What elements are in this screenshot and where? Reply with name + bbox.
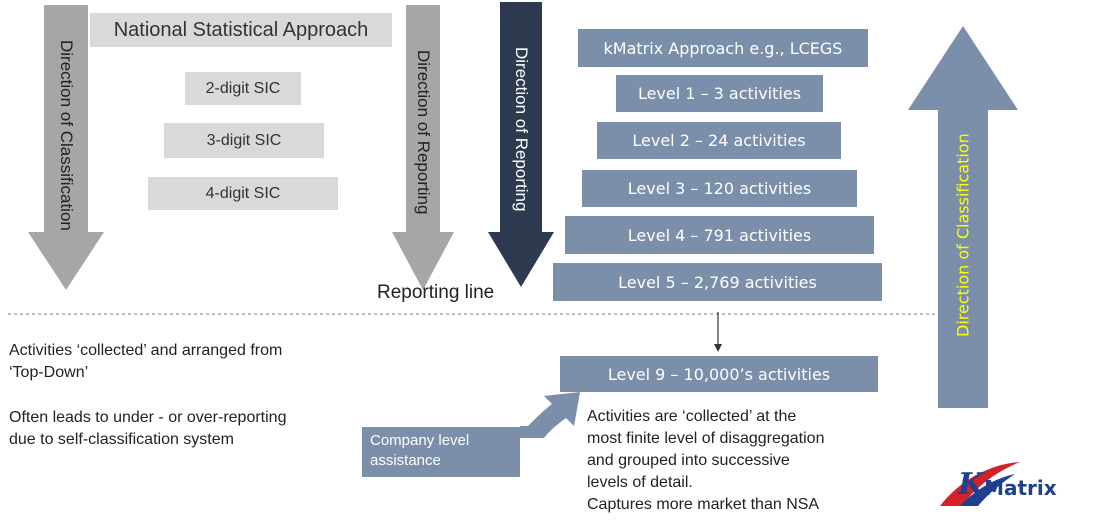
left-text-overreporting-line: due to self-classification system bbox=[9, 431, 234, 448]
dark-arrow-label: Direction of Reporting bbox=[512, 46, 531, 212]
nsa-title: National Statistical Approach bbox=[90, 13, 392, 47]
company-level-box: Company level assistance bbox=[362, 427, 520, 477]
logo-text: Matrix bbox=[984, 476, 1057, 500]
reporting-line-label: Reporting line bbox=[377, 282, 495, 303]
kmatrix-level-3: Level 3 – 120 activities bbox=[582, 170, 857, 207]
right-classification-arrow bbox=[908, 26, 1018, 408]
sic-2-digit: 2-digit SIC bbox=[185, 72, 301, 105]
logo-k-glyph: K bbox=[958, 467, 985, 502]
small-down-arrow-head bbox=[714, 344, 722, 352]
kmatrix-level-1: Level 1 – 3 activities bbox=[616, 75, 823, 112]
sic-3-digit: 3-digit SIC bbox=[164, 123, 324, 158]
right-text: Activities are ‘collected’ at the most f… bbox=[587, 406, 824, 516]
left-arrow-label: Direction of Classification bbox=[57, 39, 76, 231]
left-classification-arrow bbox=[28, 5, 104, 290]
kmatrix-logo: K Matrix bbox=[958, 467, 1057, 502]
mid-reporting-arrow bbox=[392, 5, 454, 290]
dark-reporting-arrow bbox=[488, 2, 554, 287]
left-text-collected: Activities ‘collected’ and arranged from… bbox=[9, 340, 282, 384]
left-text-collected-line: Activities ‘collected’ and arranged from bbox=[9, 342, 283, 359]
kmatrix-level-4: Level 4 – 791 activities bbox=[565, 216, 874, 254]
left-text-collected-line: ‘Top-Down’ bbox=[9, 364, 89, 381]
right-text-line: levels of detail. bbox=[587, 474, 693, 491]
right-text-line: and grouped into successive bbox=[587, 452, 790, 469]
kmatrix-level-5: Level 5 – 2,769 activities bbox=[553, 263, 882, 301]
left-text-overreporting: Often leads to under - or over-reporting… bbox=[9, 407, 286, 451]
mid-arrow-label: Direction of Reporting bbox=[414, 49, 433, 215]
kmatrix-title: kMatrix Approach e.g., LCEGS bbox=[578, 29, 868, 67]
right-text-line: Activities are ‘collected’ at the bbox=[587, 408, 797, 425]
sic-4-digit: 4-digit SIC bbox=[148, 177, 338, 210]
company-level-line: assistance bbox=[370, 452, 441, 469]
logo-swoosh-blue bbox=[960, 474, 1015, 506]
kmatrix-level-2: Level 2 – 24 activities bbox=[597, 122, 841, 159]
company-pointer-arrow bbox=[520, 392, 580, 438]
right-text-line: Captures more market than NSA bbox=[587, 496, 820, 513]
right-arrow-label: Direction of Classification bbox=[953, 133, 973, 337]
kmatrix-level-9: Level 9 – 10,000’s activities bbox=[560, 356, 878, 392]
logo-swoosh-red bbox=[940, 462, 1020, 506]
company-level-line: Company level bbox=[370, 432, 470, 449]
left-text-overreporting-line: Often leads to under - or over-reporting bbox=[9, 409, 287, 426]
right-text-line: most finite level of disaggregation bbox=[587, 430, 825, 447]
